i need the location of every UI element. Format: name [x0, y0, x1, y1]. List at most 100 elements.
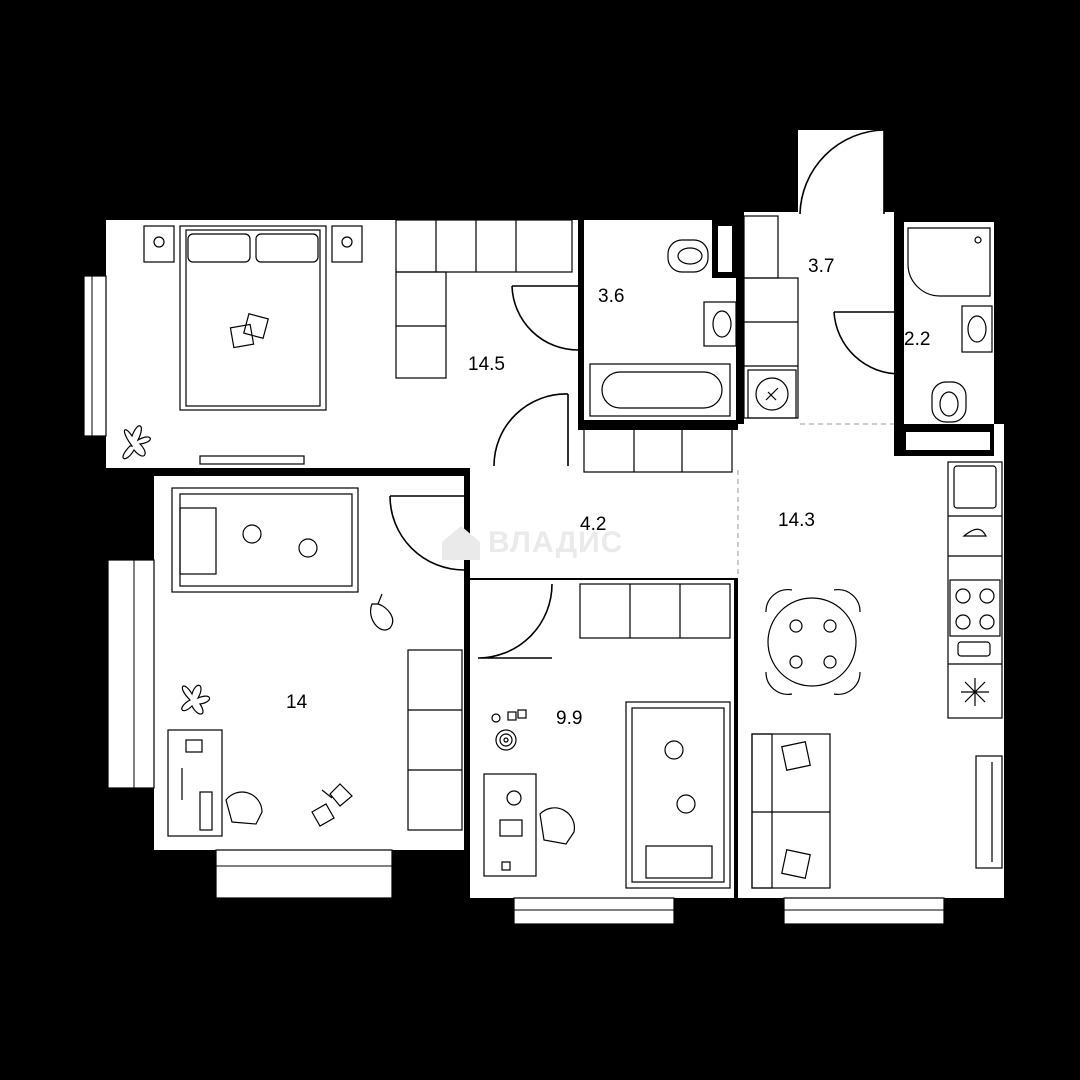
doors: [389, 129, 901, 659]
pillow: [187, 233, 251, 263]
toy-bunny-icon: [370, 593, 394, 631]
wc-fixtures: [907, 227, 993, 423]
bathroom-fixtures: [589, 220, 738, 417]
bed-frame: [185, 229, 321, 407]
dining-chair-icon: [765, 589, 793, 613]
plant-icon: [122, 425, 151, 460]
washing-machine: [747, 369, 797, 419]
dining-chair-icon: [833, 589, 861, 613]
children-large-furniture: [167, 487, 463, 837]
monitor-icon: [185, 739, 203, 753]
toilet-bowl: [939, 391, 959, 417]
nightstand-left: [143, 225, 175, 263]
toy-icon: [517, 709, 527, 719]
toilet-icon: [931, 381, 967, 423]
burner-icon: [979, 614, 995, 630]
floor-bathroom: [584, 220, 736, 420]
area-children-small: 9.9: [556, 708, 582, 729]
tv-stand: [199, 455, 305, 465]
burner-icon: [955, 614, 971, 630]
desk: [167, 729, 223, 837]
kitchen-furniture: [751, 461, 1003, 889]
wall-stub-inner: [718, 226, 732, 272]
dining-table: [767, 597, 857, 687]
kids-cabinet: [579, 583, 731, 639]
kitchen-counter: [947, 461, 1003, 719]
plant-icon: [181, 684, 211, 715]
bathtub: [589, 363, 731, 417]
washer-drum: [755, 377, 789, 411]
desk-item: [501, 861, 511, 871]
house-logo-icon: [442, 526, 480, 560]
area-bedroom: 14.5: [468, 354, 505, 375]
entrance-hall-furniture: [743, 215, 799, 419]
keyboard-icon: [199, 791, 213, 831]
area-wc: 2.2: [904, 329, 930, 350]
toy-bunny-icon: [298, 538, 318, 558]
door-entrance: [799, 129, 885, 215]
floor-children-small: [470, 580, 734, 898]
area-bathroom: 3.6: [598, 286, 624, 307]
sink-basin: [967, 315, 987, 343]
kids-bed: [171, 487, 359, 593]
floor-entrance-hall: [744, 212, 894, 424]
watermark: ВЛАДИС: [442, 526, 622, 560]
window-children-small: [513, 897, 675, 925]
toy-bear-icon: [242, 524, 262, 544]
pillow: [645, 845, 713, 879]
toilet-icon: [667, 239, 709, 273]
floor-children-large: [154, 476, 464, 850]
door-bedroom: [493, 393, 569, 467]
floor-corridor: [470, 430, 738, 578]
window-children-large-side: [107, 559, 155, 789]
washer-symbol: [765, 387, 779, 401]
lamp-icon: [153, 236, 165, 248]
floor-wc: [904, 222, 994, 424]
monitor-icon: [499, 819, 523, 837]
spiral-ring: [503, 737, 509, 743]
toy-icon: [507, 711, 517, 721]
kids-bed-small: [625, 701, 731, 889]
bed-mattress: [631, 707, 725, 883]
area-entrance-hall: 3.7: [808, 256, 834, 277]
spiral-toy-icon: [495, 729, 517, 751]
desk-chair-icon: [225, 791, 263, 825]
toilet-bowl: [677, 247, 703, 265]
desk-chair-icon: [539, 807, 576, 845]
door-wc: [833, 311, 901, 375]
area-children-large: 14: [286, 692, 308, 713]
area-kitchen-living: 14.3: [778, 510, 815, 531]
door-bathroom: [511, 285, 579, 351]
sofa-cushion: [781, 741, 811, 771]
wardrobe-upper: [395, 219, 573, 273]
toy-bunny-icon: [664, 740, 684, 760]
bathtub-inner: [601, 371, 723, 409]
tv-cabinet: [975, 755, 1003, 869]
toy-icon: [491, 713, 501, 723]
sink-icon: [703, 301, 737, 347]
plate-icon: [823, 655, 837, 669]
bedroom-furniture: [122, 219, 573, 465]
pillow: [255, 233, 319, 263]
windows: [83, 275, 945, 925]
area-corridor: 4.2: [580, 514, 606, 535]
sofa-back: [751, 733, 773, 889]
fridge-snowflake-icon: [961, 678, 989, 706]
area-labels: 14.5 3.6 3.7 2.2 4.2 14.3 14 9.9: [286, 256, 930, 729]
plate-icon: [823, 619, 837, 633]
corridor-cabinet: [583, 425, 733, 473]
shower-drain: [974, 236, 982, 244]
window-bedroom: [83, 275, 107, 437]
dining-chair-icon: [765, 671, 793, 695]
throw-cushion: [229, 323, 255, 349]
floor-kitchen-living: [738, 424, 1004, 898]
shower-icon: [907, 227, 991, 297]
wardrobe-side: [395, 271, 447, 379]
knife-block-icon: [957, 641, 991, 657]
toy-bear-icon: [676, 794, 696, 814]
burner-icon: [979, 588, 995, 604]
room-floors: [106, 130, 1004, 898]
desk: [483, 773, 537, 877]
door-children-small: [477, 583, 553, 659]
